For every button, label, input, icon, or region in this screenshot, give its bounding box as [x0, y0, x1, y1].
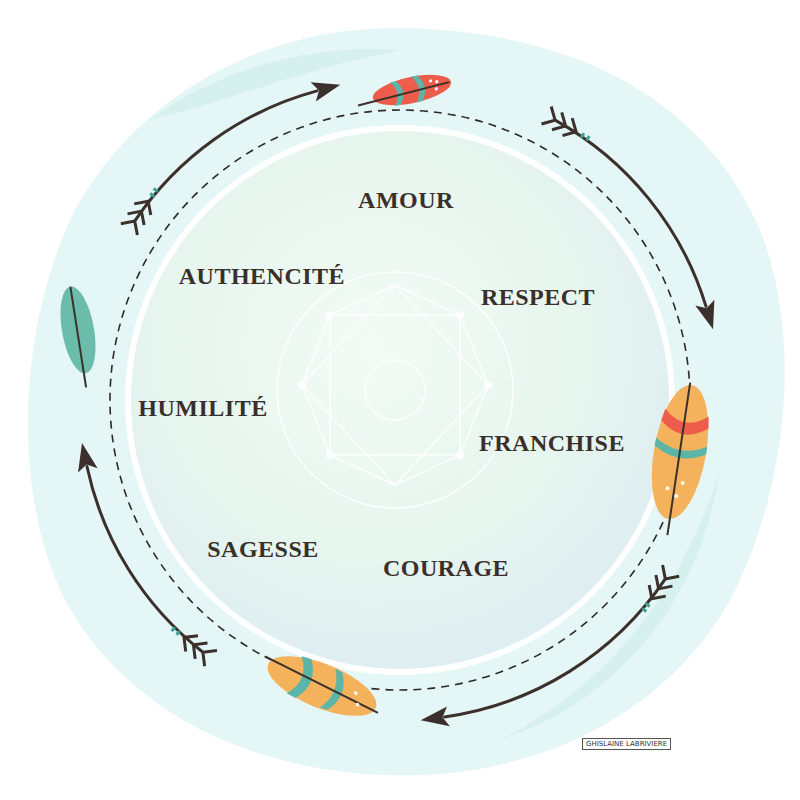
value-word: AMOUR [358, 187, 454, 214]
value-word: RESPECT [481, 284, 595, 311]
dashed-ring [110, 110, 690, 690]
watermark: GHISLAINE LABRIVIERE [582, 738, 671, 750]
feather [55, 284, 104, 390]
value-word: HUMILITÉ [138, 395, 267, 422]
splash-stroke [150, 49, 400, 120]
feather [355, 69, 454, 114]
value-word: COURAGE [383, 555, 509, 582]
arrow-fletching [121, 107, 679, 667]
dreamcatcher [277, 272, 513, 508]
value-word: FRANCHISE [479, 430, 625, 457]
inner-circle [128, 128, 672, 672]
value-word: AUTHENCITÉ [179, 263, 345, 290]
arrow-bands [149, 132, 650, 635]
feather [640, 379, 718, 540]
background-splash [28, 28, 785, 775]
value-circle: AMOUR RESPECT FRANCHISE COURAGE SAGESSE HUMIL… [128, 128, 672, 672]
arrow-shafts [87, 91, 706, 717]
value-word: SAGESSE [207, 536, 319, 563]
dreamcatcher-beads [298, 311, 492, 459]
feather [254, 642, 387, 730]
arrow-heads [72, 75, 722, 730]
